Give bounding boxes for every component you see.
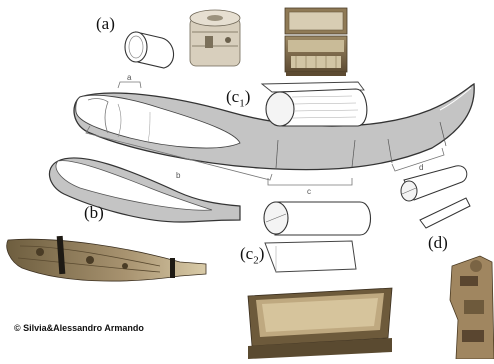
- segment-c2: [264, 202, 371, 272]
- hollow-base-piece: [49, 158, 240, 222]
- label-c2: (c2): [240, 245, 264, 266]
- dimension-label-a: a: [127, 74, 131, 82]
- dimension-bracket-a: [118, 82, 141, 88]
- dimension-bracket-c: [268, 178, 352, 185]
- copyright-credit: © Silvia&Alessandro Armando: [14, 323, 144, 333]
- segment-c1: [262, 82, 367, 126]
- label-c1: (c1): [226, 88, 250, 109]
- dimension-label-d: d: [419, 164, 423, 172]
- ring-section-drawing: [125, 32, 174, 68]
- dimension-label-b: b: [176, 172, 180, 180]
- label-a: (a): [96, 15, 115, 32]
- cylindrical-box-photo: [190, 10, 240, 66]
- carved-figure-photo: [450, 256, 494, 359]
- segment-d: [401, 166, 470, 228]
- large-casket-photo: [248, 288, 392, 359]
- dimension-label-c: c: [307, 188, 311, 196]
- carved-horn-photo: [7, 236, 206, 281]
- small-casket-photo: [285, 8, 347, 76]
- label-d: (d): [428, 234, 448, 251]
- label-b: (b): [84, 204, 104, 221]
